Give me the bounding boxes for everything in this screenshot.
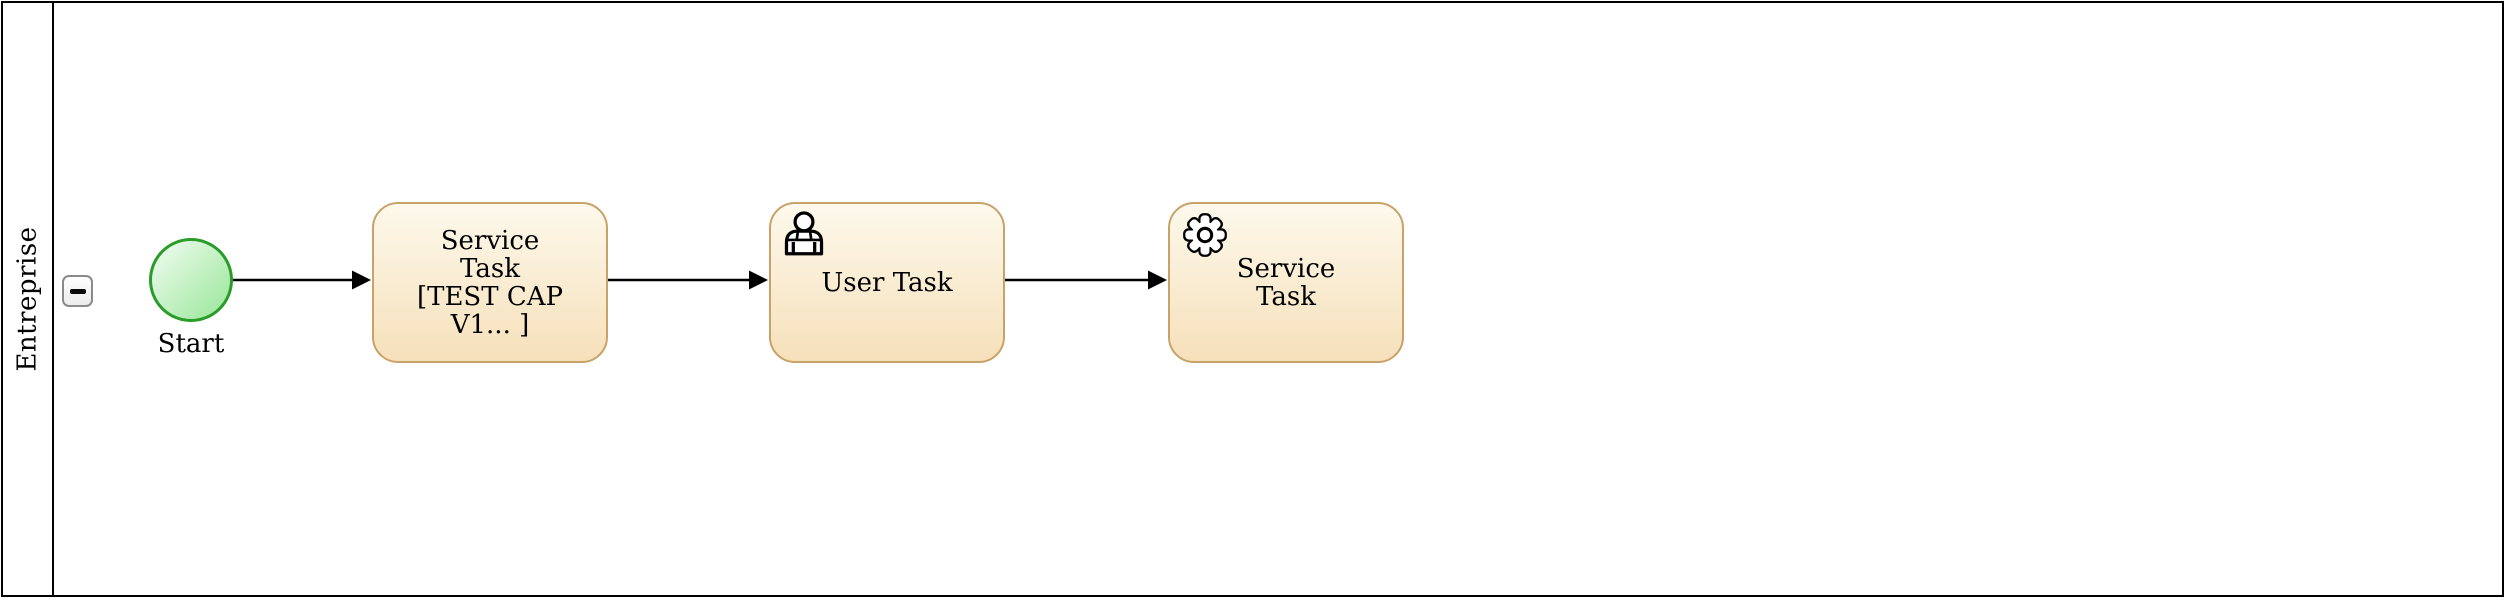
user-icon (784, 211, 824, 256)
minus-icon (69, 288, 86, 294)
task-label: Service Task [TEST CAP V1... ] (416, 225, 564, 340)
task-service-2[interactable]: Service Task (1168, 202, 1404, 363)
gear-icon (1183, 213, 1227, 257)
lane-label: Entreprise (12, 226, 43, 372)
task-label: User Task (821, 267, 953, 298)
lane-header: Entreprise (3, 3, 54, 595)
task-service-1[interactable]: Service Task [TEST CAP V1... ] (372, 202, 608, 363)
task-label: Service Task (1236, 253, 1336, 312)
lane-collapse-button[interactable] (62, 275, 93, 307)
start-event-label: Start (157, 329, 225, 359)
task-user[interactable]: User Task (769, 202, 1005, 363)
start-event-circle[interactable] (149, 238, 233, 322)
